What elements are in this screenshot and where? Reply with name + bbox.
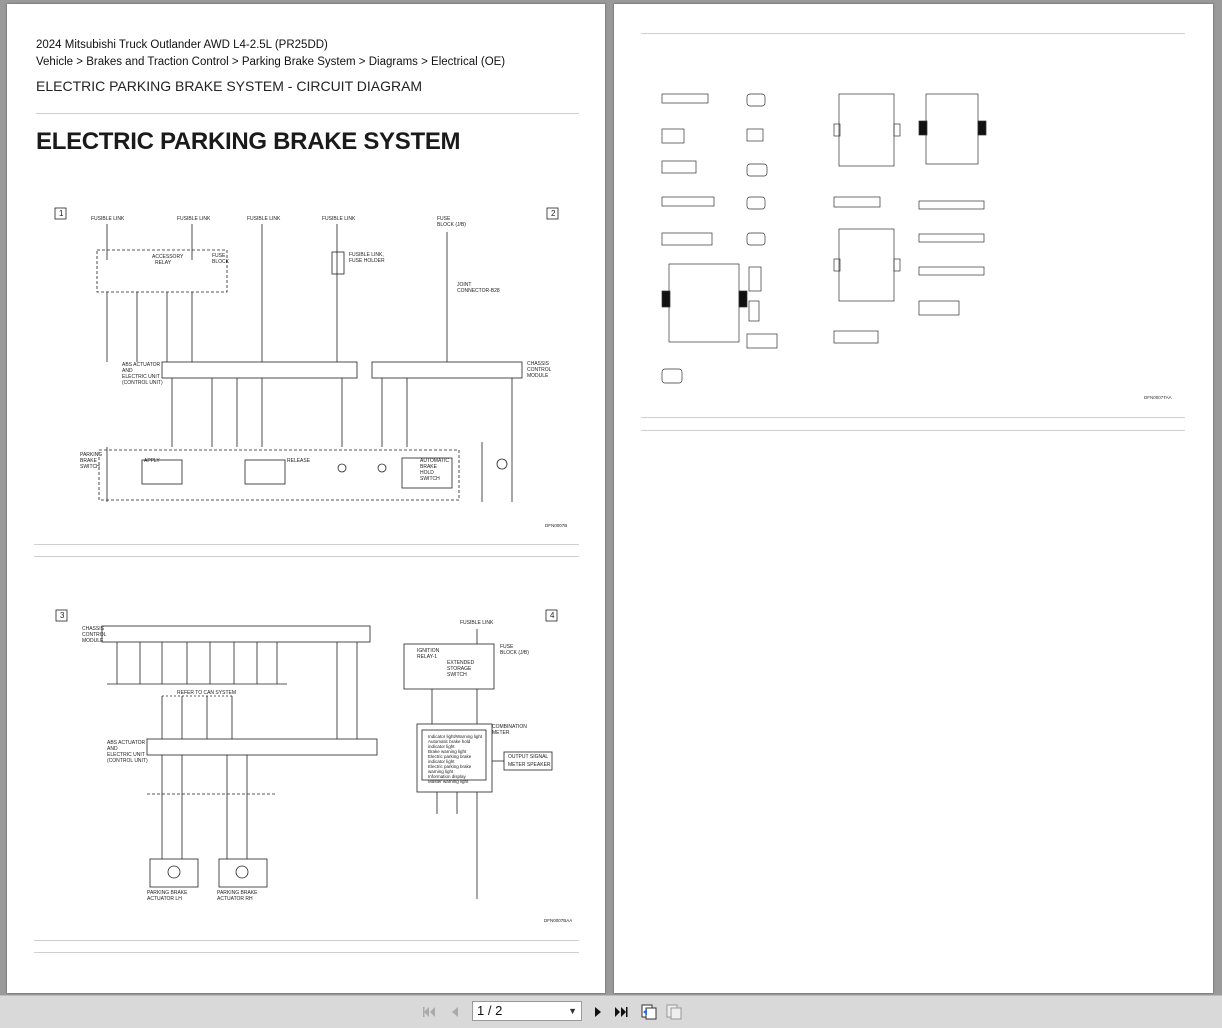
svg-text:PARKING: PARKING: [80, 452, 102, 458]
divider: [641, 33, 1185, 34]
svg-text:4: 4: [550, 611, 555, 620]
breadcrumb: Vehicle > Brakes and Traction Control > …: [36, 56, 506, 68]
svg-text:FUSIBLE LINK: FUSIBLE LINK: [460, 620, 494, 626]
svg-text:Electric parking brake: Electric parking brake: [428, 754, 472, 759]
document-page-2: DFN0007TAA: [614, 4, 1213, 993]
svg-text:BLOCK (J/B): BLOCK (J/B): [437, 222, 466, 228]
svg-text:ABS ACTUATOR: ABS ACTUATOR: [107, 740, 146, 746]
svg-text:2: 2: [551, 209, 556, 218]
svg-text:ELECTRIC UNIT: ELECTRIC UNIT: [122, 374, 160, 380]
svg-text:(CONTROL UNIT): (CONTROL UNIT): [122, 380, 163, 386]
section-title: ELECTRIC PARKING BRAKE SYSTEM - CIRCUIT …: [36, 78, 423, 94]
svg-text:REFER TO CAN SYSTEM: REFER TO CAN SYSTEM: [177, 690, 236, 696]
page-indicator: 1 / 2: [477, 1003, 503, 1018]
prev-page-icon[interactable]: [447, 1004, 463, 1020]
svg-text:ACTUATOR RH: ACTUATOR RH: [217, 896, 253, 902]
divider: [34, 544, 579, 545]
divider: [34, 952, 579, 953]
svg-text:warning light: warning light: [428, 769, 454, 774]
two-page-icon[interactable]: [666, 1004, 682, 1020]
divider: [34, 940, 579, 941]
svg-text:EXTENDED: EXTENDED: [447, 660, 475, 666]
viewer-toolbar: 1 / 2 ▼: [0, 995, 1222, 1028]
page-number-select[interactable]: 1 / 2 ▼: [472, 1001, 582, 1021]
svg-text:METER SPEAKER: METER SPEAKER: [508, 762, 551, 768]
svg-text:Indicator light/Warning light: Indicator light/Warning light: [428, 734, 483, 739]
svg-text:SWITCH: SWITCH: [420, 476, 440, 482]
svg-text:RELAY-1: RELAY-1: [417, 654, 437, 660]
divider: [641, 430, 1185, 431]
vehicle-line: 2024 Mitsubishi Truck Outlander AWD L4-2…: [36, 39, 328, 51]
divider: [34, 556, 579, 557]
svg-text:Information display: Information display: [428, 774, 467, 779]
svg-text:MODULE: MODULE: [527, 373, 549, 379]
last-page-icon[interactable]: [612, 1004, 628, 1020]
circuit-diagram-2: 3 4 CHASSIS CONTROL MODULE REFER TO CAN …: [55, 609, 572, 923]
svg-text:DFN0007BAA: DFN0007BAA: [544, 918, 572, 923]
svg-text:FUSIBLE LINK: FUSIBLE LINK: [177, 216, 211, 222]
next-page-icon[interactable]: [590, 1004, 606, 1020]
svg-text:CHASSIS: CHASSIS: [527, 361, 550, 367]
svg-text:FUSIBLE LINK: FUSIBLE LINK: [247, 216, 281, 222]
svg-text:CHASSIS: CHASSIS: [82, 626, 105, 632]
svg-text:PARKING BRAKE: PARKING BRAKE: [147, 890, 188, 896]
svg-text:METER: METER: [492, 730, 510, 736]
svg-text:HOLD: HOLD: [420, 470, 434, 476]
svg-text:SWITCH: SWITCH: [80, 464, 100, 470]
svg-text:BLOCK (J/B): BLOCK (J/B): [500, 650, 529, 656]
svg-text:COMBINATION: COMBINATION: [492, 724, 527, 730]
svg-text:RELAY: RELAY: [155, 260, 172, 266]
divider: [641, 417, 1185, 418]
svg-text:indicator light: indicator light: [428, 759, 455, 764]
svg-text:Master warning light: Master warning light: [428, 779, 469, 784]
svg-text:BRAKE: BRAKE: [420, 464, 438, 470]
svg-text:3: 3: [60, 611, 65, 620]
svg-text:MODULE: MODULE: [82, 638, 104, 644]
svg-text:STORAGE: STORAGE: [447, 666, 472, 672]
svg-text:1: 1: [59, 209, 64, 218]
svg-text:OUTPUT SIGNAL: OUTPUT SIGNAL: [508, 754, 548, 760]
first-page-icon[interactable]: [423, 1004, 439, 1020]
svg-text:ACCESSORY: ACCESSORY: [152, 254, 184, 260]
svg-text:SWITCH: SWITCH: [447, 672, 467, 678]
circuit-diagram-1: 1 2 FUSIBLE LINK FUSIBLE LINK FUSIBLE LI…: [54, 207, 567, 528]
svg-text:PARKING BRAKE: PARKING BRAKE: [217, 890, 258, 896]
svg-text:Brake warning light: Brake warning light: [428, 749, 467, 754]
svg-text:BRAKE: BRAKE: [80, 458, 98, 464]
svg-text:ACTUATOR LH: ACTUATOR LH: [147, 896, 182, 902]
svg-text:Automatic brake hold: Automatic brake hold: [428, 739, 471, 744]
connector-views: DFN0007TAA: [661, 93, 1172, 400]
svg-text:APPLY: APPLY: [144, 458, 160, 464]
svg-text:CONTROL: CONTROL: [82, 632, 107, 638]
svg-text:RELEASE: RELEASE: [287, 458, 311, 464]
svg-text:FUSE: FUSE: [437, 216, 451, 222]
svg-text:Electric parking brake: Electric parking brake: [428, 764, 472, 769]
svg-text:ABS ACTUATOR: ABS ACTUATOR: [122, 362, 161, 368]
svg-text:BLOCK: BLOCK: [212, 259, 230, 265]
svg-text:FUSIBLE LINK: FUSIBLE LINK: [322, 216, 356, 222]
svg-text:FUSIBLE LINK: FUSIBLE LINK: [91, 216, 125, 222]
svg-text:(CONTROL UNIT): (CONTROL UNIT): [107, 758, 148, 764]
document-page-1: 2024 Mitsubishi Truck Outlander AWD L4-2…: [7, 4, 605, 993]
fit-page-icon[interactable]: [641, 1004, 657, 1020]
page-heading: ELECTRIC PARKING BRAKE SYSTEM: [36, 128, 461, 155]
svg-text:AND: AND: [107, 746, 118, 752]
svg-text:JOINT: JOINT: [457, 282, 471, 288]
svg-text:IGNITION: IGNITION: [417, 648, 440, 654]
svg-text:DFN0007TAA: DFN0007TAA: [1144, 395, 1172, 400]
svg-text:FUSE: FUSE: [500, 644, 514, 650]
svg-text:ELECTRIC UNIT: ELECTRIC UNIT: [107, 752, 145, 758]
svg-text:FUSE: FUSE: [212, 253, 226, 259]
chevron-down-icon: ▼: [568, 1006, 577, 1016]
svg-text:CONNECTOR-B28: CONNECTOR-B28: [457, 288, 500, 294]
divider: [36, 113, 579, 114]
svg-text:DFN0007BAA: DFN0007BAA: [545, 523, 567, 528]
svg-text:AUTOMATIC: AUTOMATIC: [420, 458, 449, 464]
svg-text:CONTROL: CONTROL: [527, 367, 552, 373]
svg-text:FUSIBLE LINK,: FUSIBLE LINK,: [349, 252, 384, 258]
svg-text:indicator light: indicator light: [428, 744, 455, 749]
svg-text:FUSE HOLDER: FUSE HOLDER: [349, 258, 385, 264]
svg-text:AND: AND: [122, 368, 133, 374]
